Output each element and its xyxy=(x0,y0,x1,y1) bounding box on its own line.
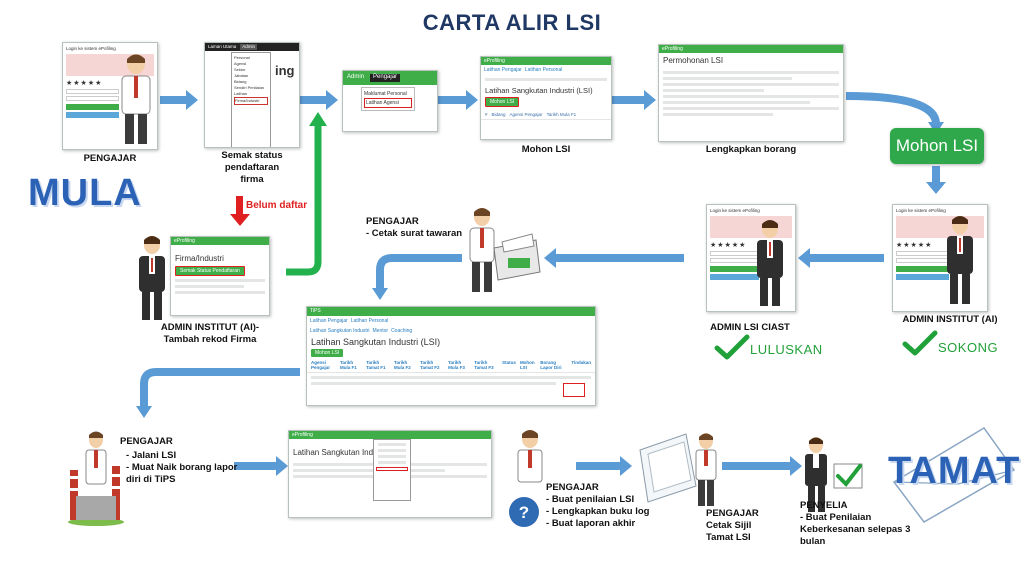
pengajar-figure-1 xyxy=(121,54,151,144)
arrow-list-to-jalani xyxy=(140,368,300,408)
arrow-cetak-to-list xyxy=(376,254,462,290)
borang-screenshot: eProfiling Permohonan LSI xyxy=(658,44,844,142)
admin-ai-sokong-figure xyxy=(947,216,973,304)
borang-heading: Permohonan LSI xyxy=(663,56,724,65)
arrow-badge-to-ai xyxy=(926,166,946,194)
jalani-dropdown xyxy=(373,439,411,501)
label-penyelia: PENYELIA - Buat Penilaian Keberkesanan s… xyxy=(800,500,911,547)
label-mohon-lsi: Mohon LSI xyxy=(521,144,571,155)
menu-pengajar: Pengajar xyxy=(370,74,401,82)
arrow-jalani-to-screen xyxy=(234,456,288,476)
login-captcha: ★★★★★ xyxy=(66,80,103,87)
arrow-login-to-semak xyxy=(160,90,198,110)
label-jalani: PENGAJAR Jalani LSI Muat Naik borang lap… xyxy=(120,436,244,486)
firma-screenshot: eProfiling Firma/Industri Semak Status P… xyxy=(170,236,270,316)
register-button xyxy=(66,112,119,118)
jalani-heading: Latihan Sangkutan Industri xyxy=(293,448,389,457)
ai-login-title: Login ke sistem ePofiling xyxy=(896,208,946,213)
sokong-check-icon xyxy=(902,330,938,356)
arrow-ciast-to-cetak xyxy=(544,248,684,268)
end-label: TAMAT xyxy=(888,450,1021,492)
status-luluskan: LULUSKAN xyxy=(750,342,823,357)
label-admin-ciast: ADMIN LSI CIAST xyxy=(710,322,790,333)
list-heading: Latihan Sangkutan Industri (LSI) xyxy=(311,337,441,347)
login-button xyxy=(66,104,119,110)
label-penilaian: PENGAJAR Buat penilaian LSI Lengkapkan b… xyxy=(546,482,649,530)
svg-text:?: ? xyxy=(519,503,529,522)
factory-with-pengajar xyxy=(68,431,124,526)
mohon-lsi-button: Mohon LSI xyxy=(485,97,520,107)
arrow-mohon-to-borang xyxy=(612,90,656,110)
label-semak-status: Semak status pendaftaran firma xyxy=(221,150,283,185)
penilaian-task-3: Buat laporan akhir xyxy=(546,518,649,530)
mohon-lsi-badge: Mohon LSI xyxy=(890,128,984,164)
menu-admin: Admin xyxy=(347,74,365,80)
admin-ciast-figure xyxy=(757,220,783,306)
label-pengajar-login: PENGAJAR xyxy=(83,153,137,164)
label-sijil: PENGAJAR Cetak Sijil Tamat LSI xyxy=(706,508,759,543)
arrow-semak-to-menu xyxy=(300,90,338,110)
arrow-borang-to-badge xyxy=(845,92,940,125)
login-username-field xyxy=(66,89,119,94)
login-password-field xyxy=(66,96,119,101)
label-admin-tambah: ADMIN INSTITUT (AI)- Tambah rekod Firma xyxy=(160,322,260,345)
menu-maklumat-personal: Maklumat Personal xyxy=(364,91,407,97)
label-belum-daftar: Belum daftar xyxy=(246,200,308,211)
semak-status-button: Semak Status Pendaftaran xyxy=(175,266,245,276)
list-header-row: Agensi Pengajar Tarikh Mula F1 Tarikh Ta… xyxy=(307,358,595,373)
firma-heading: Firma/Industri xyxy=(175,254,224,263)
arrow-ai-to-ciast xyxy=(798,248,884,268)
jalani-screenshot: eProfiling Latihan Sangkutan Industri xyxy=(288,430,492,518)
start-label: MULA xyxy=(28,172,142,214)
ciast-login-title: Login ke sistem ePofiling xyxy=(710,208,760,213)
arrow-menu-to-mohon xyxy=(438,90,478,110)
arrow-belum-daftar xyxy=(230,196,250,226)
jalani-task-2: Muat Naik borang lapor diri di TiPS xyxy=(126,462,244,486)
diagram-title: CARTA ALIR LSI xyxy=(422,10,602,35)
penyelia-figure xyxy=(805,437,863,512)
list-mohon-button: Mohon LSI xyxy=(311,349,344,357)
arrow-penilaian-to-sijil xyxy=(576,456,632,476)
jalani-task-1: Jalani LSI xyxy=(126,450,244,462)
admin-ai-figure xyxy=(139,236,165,320)
borang-topbar: eProfiling xyxy=(659,45,843,53)
label-lengkapkan: Lengkapkan borang xyxy=(705,144,797,155)
printer-with-pengajar xyxy=(469,208,541,292)
sijil-figure xyxy=(639,433,717,506)
tamat-envelope-icon xyxy=(892,427,1016,523)
label-admin-ai: ADMIN INSTITUT (AI) xyxy=(902,314,998,325)
penilaian-task-2: Lengkapkan buku log xyxy=(546,506,650,518)
arrow-sijil-to-penyelia xyxy=(722,456,802,476)
mohon-heading: Latihan Sangkutan Industri (LSI) xyxy=(485,86,593,95)
arrow-firma-back xyxy=(286,124,322,276)
login-title: Login ke sistem ePofiling xyxy=(66,46,116,51)
jalani-topbar: eProfiling xyxy=(289,431,491,439)
label-cetak-surat: PENGAJAR - Cetak surat tawaran xyxy=(366,216,463,239)
menu-admin-top: Admin xyxy=(240,44,258,50)
cetak-action-highlight xyxy=(563,383,585,397)
firma-topbar: eProfiling xyxy=(171,237,269,245)
mohon-topbar: eProfiling xyxy=(481,57,611,65)
penilaian-task-1: Buat penilaian LSI xyxy=(546,494,649,506)
status-sokong: SOKONG xyxy=(938,340,999,355)
menu-latihan-agensi: Latihan Agensi xyxy=(364,98,412,108)
pengajar-menu-screenshot: Admin Pengajar Maklumat Personal Latihan… xyxy=(342,70,438,132)
luluskan-check-icon xyxy=(714,334,750,360)
pengajar-question-figure: ? xyxy=(509,430,543,527)
